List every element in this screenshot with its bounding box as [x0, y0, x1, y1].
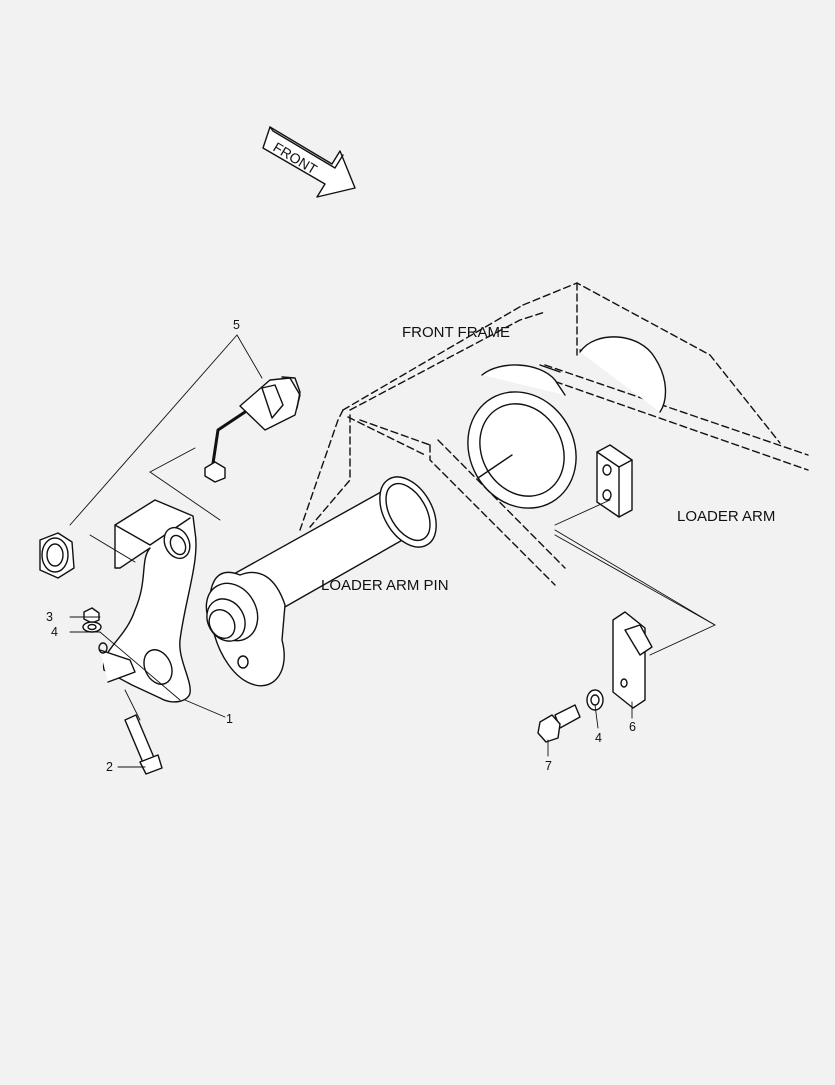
bracket-part	[98, 499, 197, 703]
loader-arm-boss	[467, 336, 667, 509]
switch-bracket-part	[612, 611, 653, 709]
callout-4-left: 4	[51, 625, 58, 639]
callout-4-right: 4	[595, 731, 602, 745]
callout-6: 6	[629, 720, 636, 734]
callout-3: 3	[46, 610, 53, 624]
front-frame-outline	[299, 282, 809, 586]
callout-5: 5	[233, 318, 240, 332]
callout-7: 7	[545, 759, 552, 773]
label-front-frame: FRONT FRAME	[402, 324, 510, 341]
label-loader-arm: LOADER ARM	[677, 508, 775, 525]
callout-2: 2	[106, 760, 113, 774]
leader-lines	[69, 334, 716, 768]
label-loader-arm-pin: LOADER ARM PIN	[321, 577, 449, 594]
bolt-part	[124, 714, 163, 775]
loader-arm-pin	[205, 476, 437, 687]
washer-part	[586, 689, 604, 711]
hex-nut-part	[39, 532, 75, 579]
front-arrow-icon: FRONT	[262, 126, 356, 198]
mounting-plate	[596, 444, 633, 518]
sensor-part	[204, 376, 301, 483]
small-nut-part	[82, 607, 102, 633]
hex-bolt-part	[537, 704, 581, 743]
callout-1: 1	[226, 712, 233, 726]
